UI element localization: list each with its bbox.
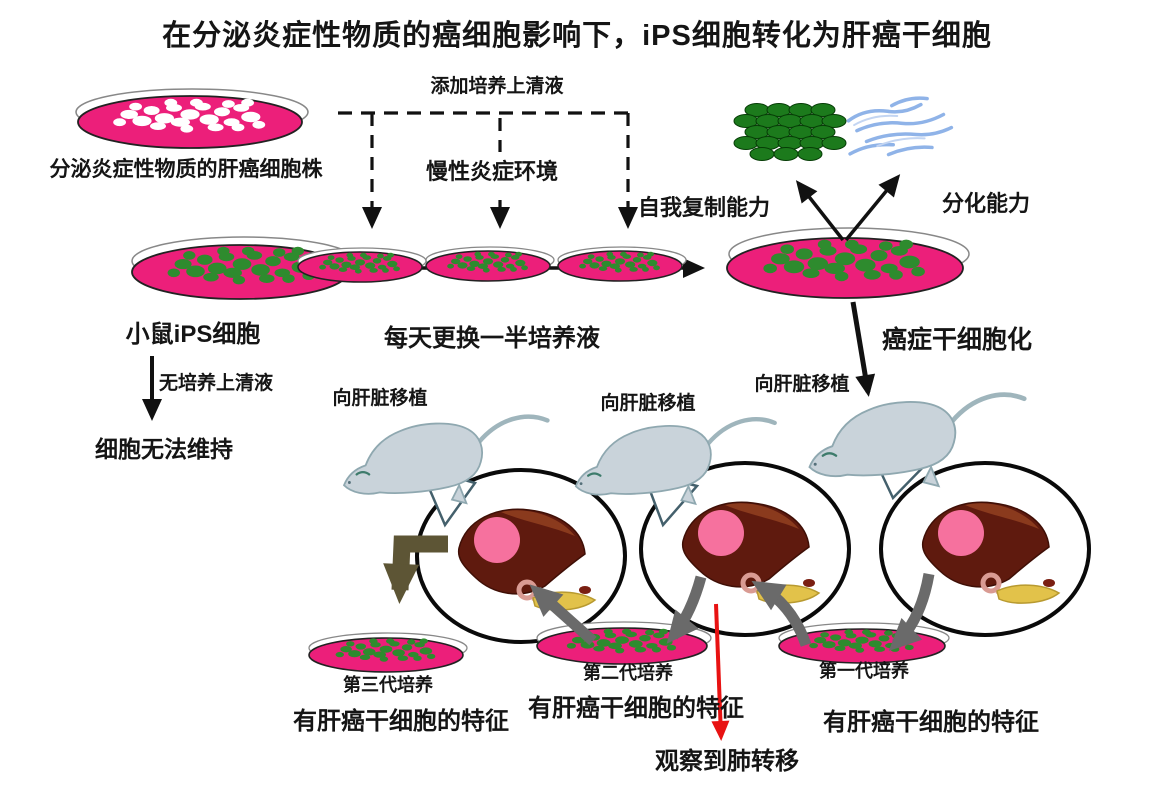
differentiation-label: 分化能力 — [941, 191, 1031, 216]
petri-dish-cscs-icon — [726, 227, 970, 299]
abdomen-view-mouse1 — [881, 463, 1089, 635]
petri-dish-gen3-icon — [308, 632, 468, 673]
no-supernatant-label: 无培养上清液 — [158, 373, 274, 394]
lung-metastasis-label: 观察到肺转移 — [655, 748, 799, 775]
green-colony-icon — [733, 103, 847, 161]
diagram-title: 在分泌炎症性物质的癌细胞影响下，iPS细胞转化为肝癌干细胞 — [162, 20, 992, 52]
gen2-label: 第二代培养 — [583, 663, 673, 683]
ability-arrows — [795, 174, 901, 242]
cancer-stemness-label: 癌症干细胞化 — [881, 326, 1033, 354]
serial-passage-arrows — [529, 573, 935, 651]
self-renewal-label: 自我复制能力 — [637, 195, 771, 220]
add-supernatant-label: 添加培养上清液 — [430, 76, 564, 97]
transplant-label-2: 向肝脏移植 — [600, 393, 696, 414]
petri-dish-ips-icon — [131, 236, 357, 300]
replace-medium-label: 每天更换一半培养液 — [384, 325, 600, 352]
transplant-arrow — [850, 301, 876, 397]
blue-fiber-cells-icon — [841, 92, 956, 162]
mouse-ips-label: 小鼠iPS细胞 — [125, 321, 261, 348]
lung-metastasis-arrow — [711, 603, 730, 741]
chronic-inflammation-label: 慢性炎症环境 — [425, 159, 559, 184]
supernatant-dashed-arrows — [338, 111, 638, 229]
gen1-label: 第一代培养 — [819, 661, 909, 681]
cells-fail-label: 细胞无法维持 — [95, 436, 233, 462]
petri-dish-passage-icons — [297, 246, 687, 283]
petri-dish-cancer-line-icon — [75, 88, 309, 149]
stem-traits-label-3: 有肝癌干细胞的特征 — [293, 708, 509, 735]
gen3-arrow — [383, 535, 448, 604]
transplant-label-3: 向肝脏移植 — [332, 388, 428, 409]
cancer-cell-line-label: 分泌炎症性物质的肝癌细胞株 — [49, 158, 323, 181]
gen3-label: 第三代培养 — [343, 675, 433, 695]
stem-traits-label-2: 有肝癌干细胞的特征 — [528, 695, 744, 722]
stem-traits-label-1: 有肝癌干细胞的特征 — [823, 709, 1039, 736]
transplant-label-1: 向肝脏移植 — [754, 374, 850, 395]
